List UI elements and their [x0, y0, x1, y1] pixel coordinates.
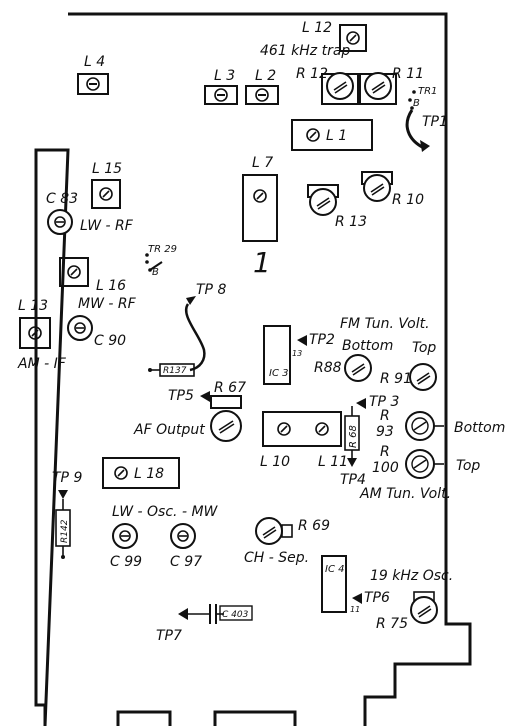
fm-tun-volt-label: FM Tun. Volt.: [340, 316, 430, 332]
l18-label: L 18: [134, 466, 164, 482]
tr29-label: TR 29: [148, 244, 177, 255]
l15-label: L 15: [92, 161, 122, 177]
ic4-chip: [321, 555, 347, 613]
ic3-chip: [263, 325, 291, 385]
l1-coil: [291, 119, 373, 151]
r91-label: R 91: [380, 371, 412, 387]
lw-rf-label: LW - RF: [80, 218, 134, 234]
r142-label: R142: [60, 519, 70, 543]
l10-label: L 10: [260, 454, 290, 470]
tp2-label: TP2: [309, 332, 335, 348]
tp9-label: TP 9: [52, 470, 82, 486]
l4-coil: [77, 73, 109, 95]
tp3-label: TP 3: [369, 394, 399, 410]
r12-label: R 12: [296, 66, 328, 82]
lw-osc-mw-label: LW - Osc. - MW: [112, 504, 219, 520]
tr1-b-label: B: [413, 98, 420, 109]
l7-coil: [242, 174, 278, 242]
r11-label: R 11: [392, 66, 424, 82]
l2-coil: [245, 85, 279, 105]
tp8-wire: [184, 303, 206, 372]
l3-label: L 3: [214, 68, 235, 84]
c97-label: C 97: [170, 554, 202, 570]
r67-label: R 67: [214, 380, 246, 396]
l15-coil: [91, 179, 121, 209]
l3-coil: [204, 85, 238, 105]
l4-label: L 4: [84, 54, 105, 70]
c403-label: C 403: [222, 610, 249, 620]
tp7-label: TP7: [156, 628, 182, 644]
tp4-label: TP4: [340, 472, 366, 488]
c83-label: C 83: [46, 191, 78, 207]
r93-label-num: 93: [376, 424, 394, 440]
r10-label: R 10: [392, 192, 424, 208]
tp5-label: TP5: [168, 388, 194, 404]
bottom-label-1: Bottom: [342, 338, 393, 354]
l7-label: L 7: [252, 155, 273, 171]
l10-l11-coil: [262, 411, 342, 447]
ch-sep-label: CH - Sep.: [244, 550, 309, 566]
bottom-label-2: Bottom: [454, 420, 505, 436]
top-label-1: Top: [412, 340, 436, 356]
l16-coil: [59, 257, 89, 287]
l1-label: L 1: [326, 128, 347, 144]
r75-label: R 75: [376, 616, 408, 632]
ic3-label: IC 3: [269, 368, 288, 379]
19khz-osc-label: 19 kHz Osc.: [370, 568, 453, 584]
r88-label: R88: [314, 360, 342, 376]
tp1-label: TP1: [422, 114, 448, 130]
mw-rf-label: MW - RF: [78, 296, 137, 312]
c90-label: C 90: [94, 333, 126, 349]
tp8-label: TP 8: [196, 282, 226, 298]
tp1-wire: [405, 109, 425, 150]
tr29-b-label: B: [152, 267, 159, 278]
tr1-label: TR1: [418, 86, 437, 97]
l13-label: L 13: [18, 298, 48, 314]
l13-coil: [19, 317, 51, 349]
r137-label: R137: [163, 366, 187, 376]
top-label-2: Top: [456, 458, 480, 474]
ic4-pin11-label: 11: [350, 605, 360, 614]
r93-label-r: R: [380, 408, 390, 424]
am-if-label: AM - IF: [17, 356, 67, 372]
tp6-label: TP6: [364, 590, 390, 606]
ic3-pin13-label: 13: [292, 349, 302, 358]
am-tun-volt-label: AM Tun. Volt.: [359, 486, 451, 502]
trap-label: 461 kHz trap: [260, 43, 350, 59]
r68-label: R 68: [348, 425, 359, 448]
l18-coil: [102, 457, 180, 489]
r100-label-num: 100: [372, 460, 399, 476]
af-output-label: AF Output: [133, 422, 205, 438]
l12-coil: [339, 24, 367, 52]
label-one: 1: [253, 246, 271, 279]
ic4-label: IC 4: [325, 564, 344, 575]
l16-label: L 16: [96, 278, 126, 294]
c99-label: C 99: [110, 554, 142, 570]
l2-label: L 2: [255, 68, 276, 84]
l12-label: L 12: [302, 20, 332, 36]
r100-label-r: R: [380, 444, 390, 460]
l11-label: L 11: [318, 454, 348, 470]
r13-label: R 13: [335, 214, 367, 230]
c403-capacitor: [219, 605, 253, 621]
r69-label: R 69: [298, 518, 330, 534]
